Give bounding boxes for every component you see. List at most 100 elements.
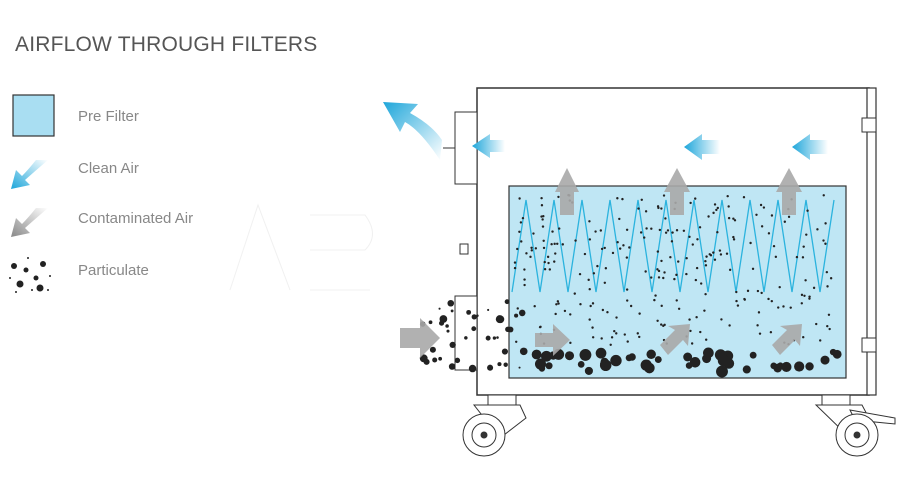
particle — [531, 349, 542, 360]
particle — [758, 332, 762, 335]
particle — [626, 340, 629, 343]
particle — [777, 362, 784, 369]
particle — [454, 357, 461, 364]
particle — [800, 302, 803, 305]
particle — [644, 362, 655, 374]
grey-right-arrow — [400, 318, 440, 358]
particle — [583, 252, 587, 256]
particle — [727, 205, 730, 208]
particle — [829, 277, 833, 280]
particle — [716, 206, 720, 210]
particle — [808, 297, 811, 300]
particle — [743, 297, 746, 301]
particle — [749, 351, 757, 359]
particle — [760, 291, 763, 295]
particle — [523, 278, 526, 281]
particle — [702, 354, 712, 364]
particle — [471, 326, 477, 332]
particle — [621, 197, 624, 201]
particle — [699, 330, 702, 334]
particle — [717, 354, 730, 367]
particle — [429, 346, 436, 353]
particle — [662, 276, 665, 280]
particle — [534, 247, 538, 250]
particle — [520, 240, 523, 243]
particle — [660, 207, 663, 210]
particle — [770, 362, 777, 370]
particle — [726, 194, 729, 198]
particle — [770, 214, 774, 217]
particle — [438, 356, 443, 361]
particle — [828, 327, 831, 331]
particle — [543, 268, 547, 271]
particle — [770, 299, 774, 303]
particle — [588, 220, 591, 223]
page-title: AIRFLOW THROUGH FILTERS — [15, 33, 318, 56]
particle — [660, 304, 663, 308]
particle — [625, 228, 629, 231]
particle — [670, 240, 674, 243]
particle — [541, 225, 545, 228]
particle — [716, 231, 719, 234]
particle — [704, 338, 708, 341]
particle — [666, 229, 670, 232]
particle — [808, 295, 811, 298]
particle — [713, 203, 717, 206]
particle — [558, 227, 561, 230]
particle — [827, 313, 831, 317]
particle — [708, 253, 711, 256]
particle — [639, 231, 643, 234]
grey-diag-arrow — [772, 324, 802, 355]
particle — [625, 288, 629, 291]
particle — [476, 314, 479, 317]
particle — [532, 232, 535, 235]
particle — [428, 320, 433, 325]
particle — [695, 266, 699, 270]
particle — [542, 246, 546, 250]
legend-particulate-label: Particulate — [78, 262, 149, 279]
grey-diag-arrow — [660, 324, 690, 355]
particle — [759, 203, 763, 207]
inlet-port — [454, 295, 478, 371]
particle — [774, 255, 778, 259]
particle — [447, 299, 455, 307]
particle — [497, 362, 502, 367]
particle — [755, 213, 758, 216]
particle — [725, 252, 729, 255]
particle — [825, 270, 829, 274]
particle — [445, 324, 449, 328]
particle — [644, 210, 648, 213]
particle — [640, 198, 643, 201]
particle — [767, 232, 771, 235]
exhaust-port — [454, 111, 478, 185]
particle — [644, 270, 647, 273]
particle — [812, 286, 816, 290]
particle — [688, 235, 691, 239]
particle — [542, 239, 545, 242]
particle — [557, 195, 560, 199]
particle — [673, 277, 676, 281]
particle — [541, 350, 552, 362]
particle — [762, 206, 766, 209]
particle — [601, 308, 605, 312]
particle — [653, 298, 656, 302]
particle — [707, 215, 710, 218]
particle — [438, 307, 441, 310]
particle — [485, 335, 491, 341]
particle — [600, 247, 604, 251]
particle — [728, 268, 732, 272]
particle — [663, 271, 666, 274]
contaminated-air-arrow-icon — [11, 208, 48, 237]
particle — [610, 354, 622, 367]
particle — [629, 304, 633, 308]
particle — [588, 287, 591, 291]
hinge-top — [861, 117, 877, 133]
particle — [650, 276, 653, 279]
particle — [530, 246, 533, 249]
particle — [540, 196, 543, 200]
particle — [625, 256, 629, 259]
particle — [690, 342, 694, 345]
particle — [783, 220, 787, 223]
particle — [699, 282, 703, 285]
